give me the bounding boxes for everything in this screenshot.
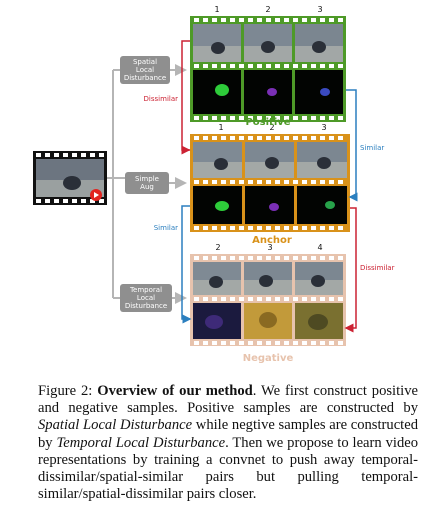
temporal-box-line1: Temporal [129,286,162,294]
caption-text-2: while negtive samples are constructed by [38,417,418,451]
anchor-filmstrip [190,134,350,232]
dissimilar-bottom-label: Dissimilar [360,264,395,272]
anchor-frame-index-3: 3 [321,123,326,132]
positive-frame-index-2: 2 [265,5,270,14]
dissimilar-bracket-top: Dissimilar [144,40,191,155]
method-overview-diagram: Spatial Local Disturbance Simple Aug Tem… [33,5,395,364]
temporal-box-line2: Local [137,294,155,302]
positive-frame-index-3: 3 [317,5,322,14]
figure-caption: Figure 2: Overview of our method. We fir… [38,383,418,503]
negative-frame-index-2: 3 [267,243,272,252]
spatial-box-line2: Local [136,66,154,74]
simple-box-line1: Simple [135,175,159,183]
source-video [33,151,107,205]
spatial-box-line1: Spatial [133,58,157,66]
negative-frame-index-1: 2 [215,243,220,252]
simple-box-line2: Aug [140,183,154,191]
caption-spatial-term: Spatial Local Disturbance [38,417,193,434]
spatial-box-line3: Disturbance [124,74,166,82]
caption-text-1: . We first construct positive and negati… [38,383,418,417]
similar-left-label: Similar [154,224,178,232]
caption-title: Overview of our method [97,383,253,399]
positive-filmstrip [190,16,346,122]
dissimilar-bracket-bottom: Dissimilar [344,207,395,333]
positive-frame-index-1: 1 [214,5,219,14]
anchor-frame-index-2: 2 [269,123,274,132]
negative-filmstrip [190,254,346,346]
similar-bracket-right: Similar [346,89,384,202]
anchor-frame-index-1: 1 [218,123,223,132]
temporal-box-line3: Disturbance [125,302,167,310]
negative-frame-index-3: 4 [317,243,322,252]
negative-label: Negative [243,353,294,364]
anchor-label: Anchor [252,235,292,246]
caption-figure-number: Figure 2: [38,383,93,399]
dissimilar-top-label: Dissimilar [144,95,179,103]
temporal-local-disturbance-box: Temporal Local Disturbance [120,284,172,312]
caption-text-3: . Then we propose to learn video represe… [38,434,419,503]
spatial-local-disturbance-box: Spatial Local Disturbance [120,56,170,84]
caption-temporal-term: Temporal Local Disturbance [56,434,226,451]
positive-label: Positive [245,117,290,128]
similar-bracket-left: Similar [154,205,192,324]
simple-aug-box: Simple Aug [125,172,169,194]
similar-right-label: Similar [360,144,384,152]
